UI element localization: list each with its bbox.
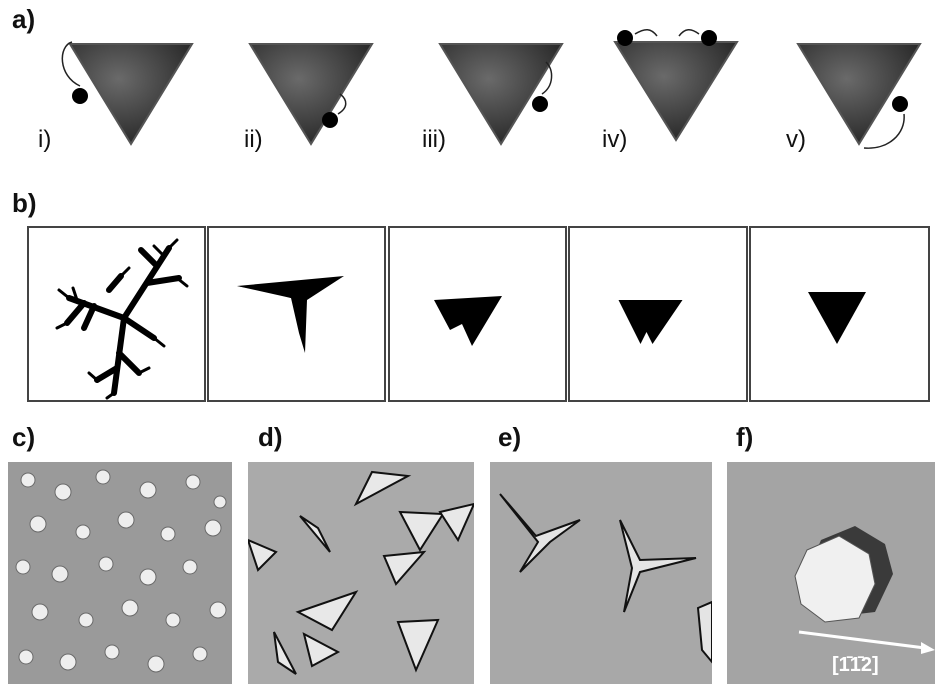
subpanel-label-ii: ii)	[244, 126, 263, 153]
panel-label-a: a)	[12, 4, 36, 34]
adatom	[322, 112, 338, 128]
atom-cluster-v	[796, 43, 922, 149]
atom-cluster-iii	[438, 43, 564, 146]
panel-label-b: b)	[12, 188, 37, 218]
adatom	[532, 96, 548, 112]
simulation-triangle-ragged	[388, 226, 567, 402]
atom-cluster-ii	[248, 43, 374, 146]
panel-label-f: f)	[736, 422, 754, 452]
adatom	[892, 96, 908, 112]
simulation-triangle-compact	[749, 226, 930, 402]
micrograph-y-shaped-islands	[490, 462, 712, 684]
atom-cluster-iv	[613, 29, 739, 142]
subpanel-label-v: v)	[786, 126, 806, 153]
micrograph-dendritic-islands	[8, 462, 232, 684]
subpanel-label-iv: iv)	[602, 126, 628, 153]
panel-label-d: d)	[258, 422, 283, 452]
simulation-y-shape	[207, 226, 386, 402]
adatom	[72, 88, 88, 104]
atom-cluster-i	[61, 41, 194, 146]
direction-label: [1̄1̄2]	[832, 654, 879, 676]
adatom	[701, 30, 717, 46]
subpanel-label-i: i)	[38, 126, 52, 153]
subpanel-label-iii: iii)	[422, 126, 446, 153]
simulation-dendritic	[27, 226, 206, 402]
panel-label-c: c)	[12, 422, 36, 452]
micrograph-compact-island	[727, 462, 935, 684]
island	[794, 535, 876, 623]
direction-arrow	[798, 630, 926, 650]
panel-label-e: e)	[498, 422, 522, 452]
simulation-triangle-notched	[568, 226, 748, 402]
micrograph-triangle-islands	[248, 462, 474, 684]
adatom	[617, 30, 633, 46]
